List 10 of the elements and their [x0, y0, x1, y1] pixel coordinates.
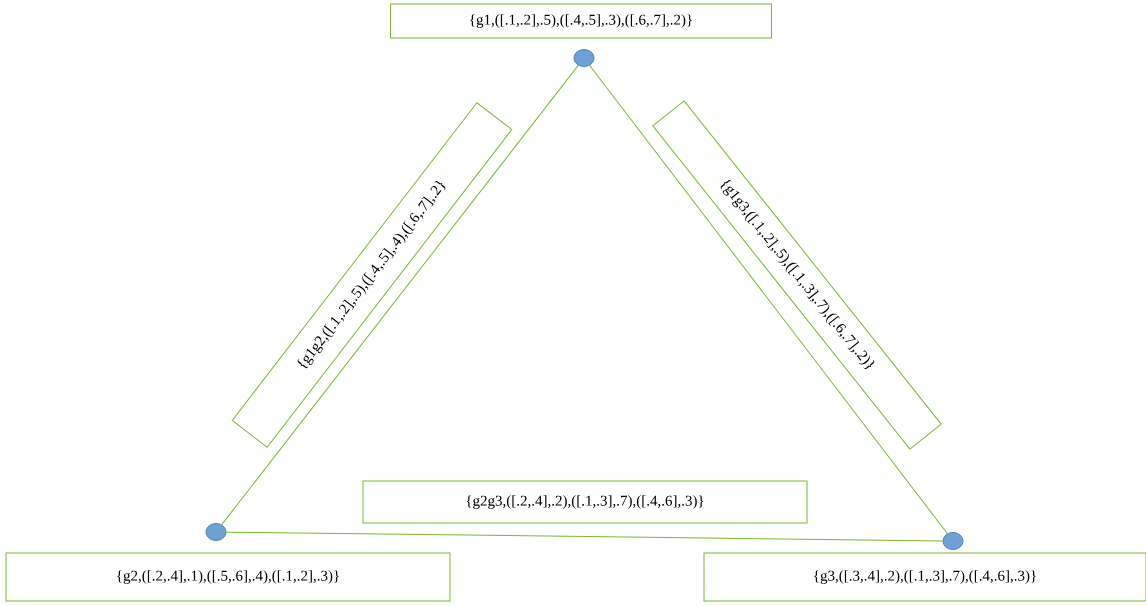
- connector-line: [221, 64, 579, 526]
- label-box: {g2g3,([.2,.4],.2),([.1,.3],.7),([.4,.6],.3)}: [362, 480, 808, 524]
- circle-marker: [573, 49, 595, 67]
- label-box: {g1,([.1,.2],.5),([.4,.5],.3),([.6,.7],.2)}: [390, 3, 772, 39]
- connector-line: [225, 531, 944, 542]
- circle-marker: [205, 523, 227, 541]
- label-box: {g3,([.3,.4],.2),([.1,.3],.7),([.4,.6],.3)}: [703, 552, 1146, 602]
- connector-line: [589, 64, 948, 535]
- label-box: {g2,([.2,.4],.1),([.5,.6],.4),([.1,.2],.3)}: [5, 552, 451, 602]
- circle-marker: [942, 532, 964, 550]
